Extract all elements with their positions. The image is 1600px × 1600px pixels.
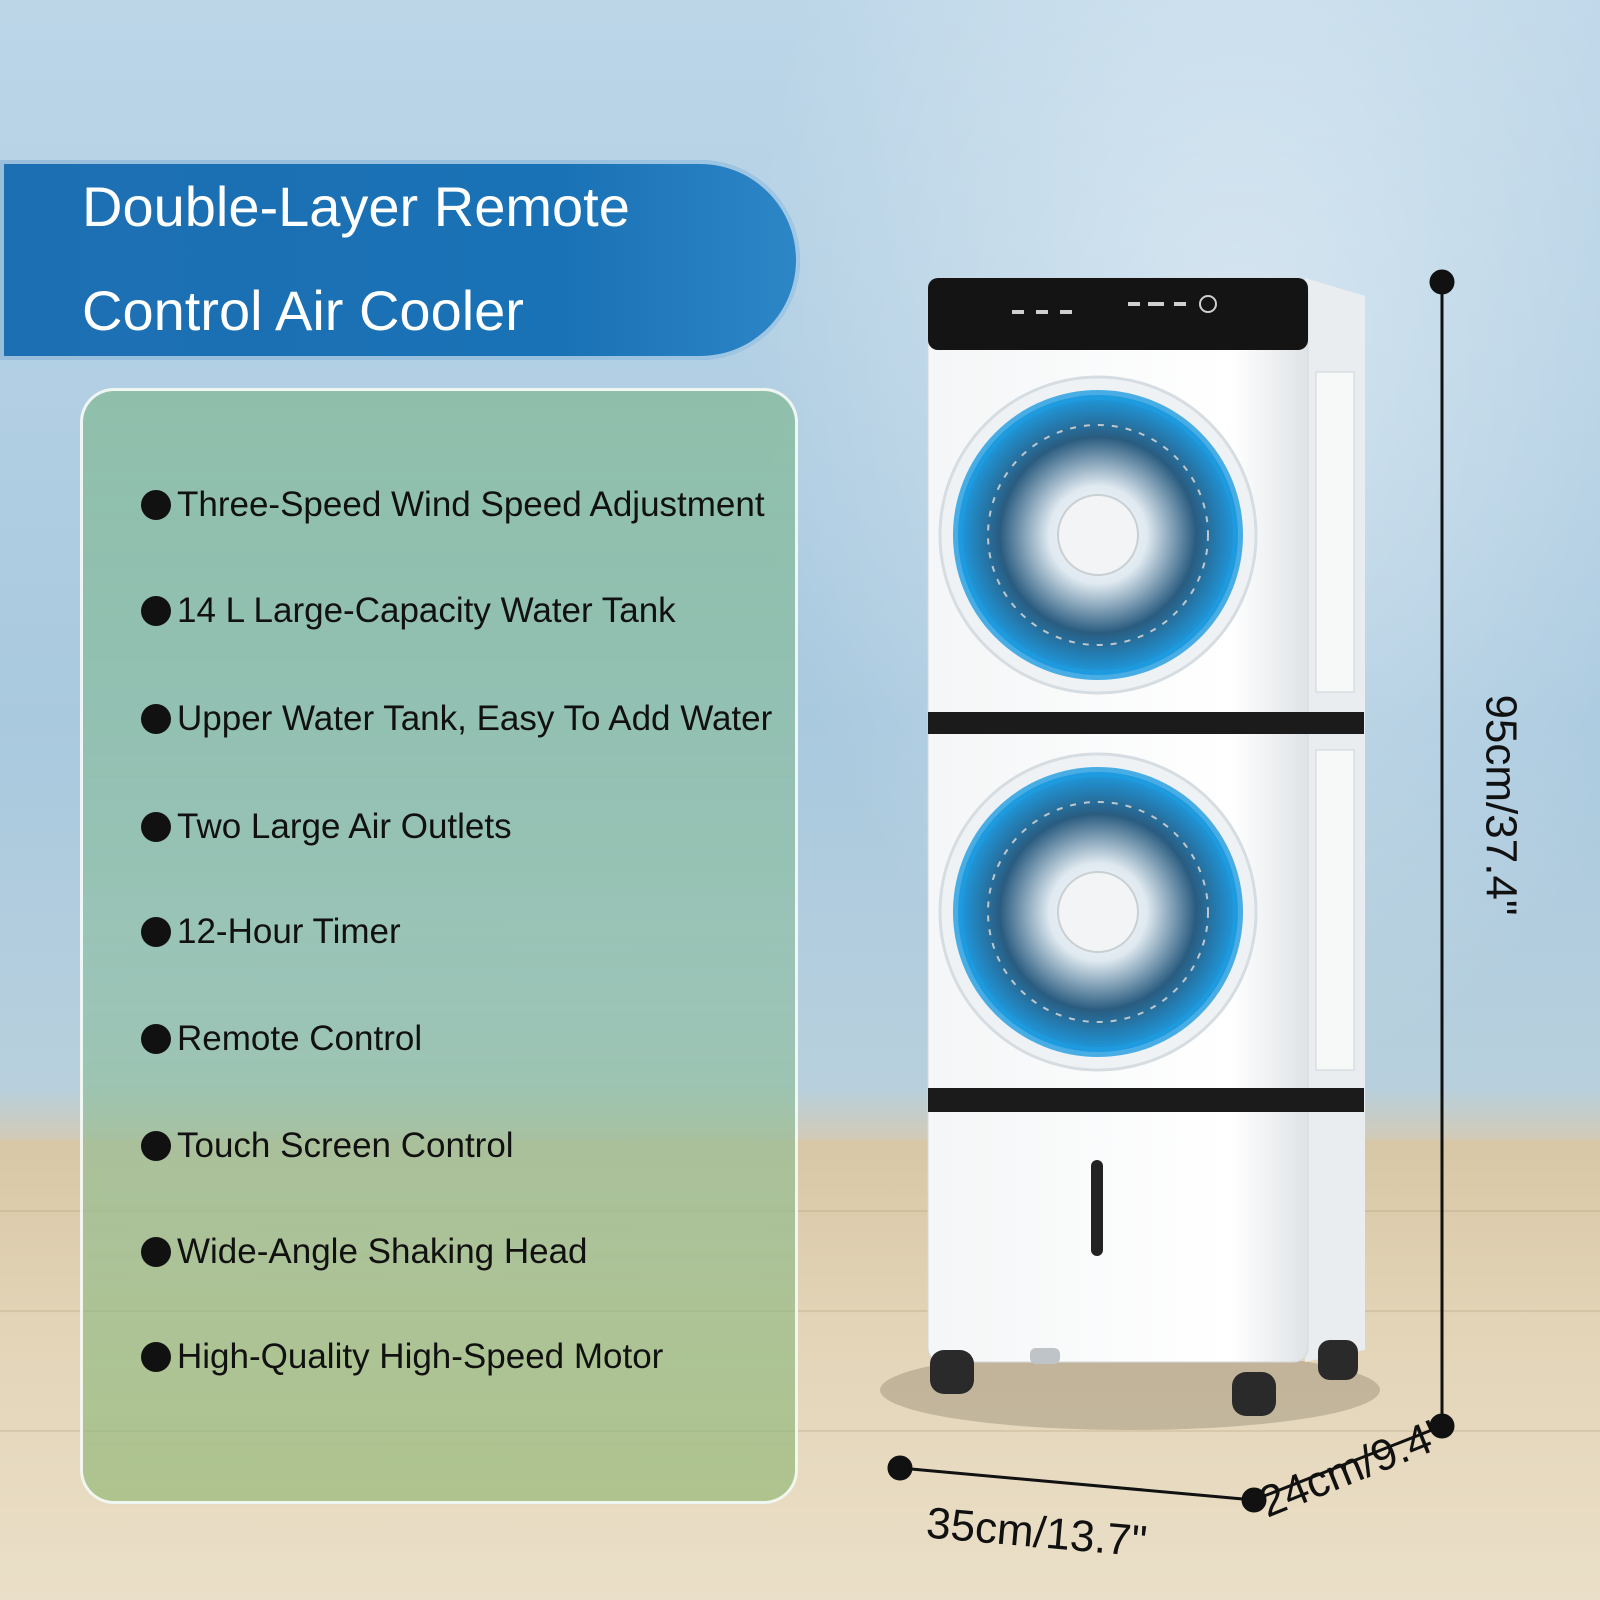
feature-text: Two Large Air Outlets [177,807,512,846]
feature-text: Wide-Angle Shaking Head [177,1232,588,1271]
feature-text: Three-Speed Wind Speed Adjustment [177,485,765,524]
feature-item: Three-Speed Wind Speed Adjustment [141,485,765,525]
lower-divider-band [928,1088,1364,1112]
feature-text: Touch Screen Control [177,1126,514,1165]
feature-item: Remote Control [141,1019,422,1059]
bullet-icon [141,490,171,520]
side-vent-grille [1315,371,1355,1071]
bullet-icon [141,1024,171,1054]
bullet-icon [141,1131,171,1161]
feature-item: 14 L Large-Capacity Water Tank [141,591,676,631]
lower-fan-icon [938,752,1258,1072]
feature-item: High-Quality High-Speed Motor [141,1337,663,1377]
feature-item: Wide-Angle Shaking Head [141,1232,588,1272]
dimension-guides [887,269,1455,1513]
feature-text: Remote Control [177,1019,423,1058]
feature-list-panel: Three-Speed Wind Speed Adjustment 14 L L… [80,388,798,1504]
bullet-icon [141,917,171,947]
height-dimension-label: 95cm/37.4" [1476,694,1526,916]
control-indicator-icons [1012,295,1217,314]
title-line-1: Double-Layer Remote [82,175,630,238]
feature-text: High-Quality High-Speed Motor [177,1337,664,1376]
feature-text: 12-Hour Timer [177,912,401,951]
feature-text: 14 L Large-Capacity Water Tank [177,591,676,630]
bullet-icon [141,1342,171,1372]
caster-wheels [930,1340,1358,1416]
middle-divider-band [928,712,1364,734]
bullet-icon [141,596,171,626]
feature-item: 12-Hour Timer [141,912,401,952]
title-line-2: Control Air Cooler [82,279,524,342]
touch-control-panel [928,278,1308,350]
water-level-window [1091,1160,1103,1256]
title-banner: Double-Layer Remote Control Air Cooler [0,160,800,360]
bullet-icon [141,704,171,734]
feature-item: Upper Water Tank, Easy To Add Water [141,699,772,739]
upper-fan-icon [938,375,1258,695]
feature-item: Two Large Air Outlets [141,807,512,847]
feature-item: Touch Screen Control [141,1126,514,1166]
bullet-icon [141,812,171,842]
bullet-icon [141,1237,171,1267]
feature-text: Upper Water Tank, Easy To Add Water [177,699,773,738]
